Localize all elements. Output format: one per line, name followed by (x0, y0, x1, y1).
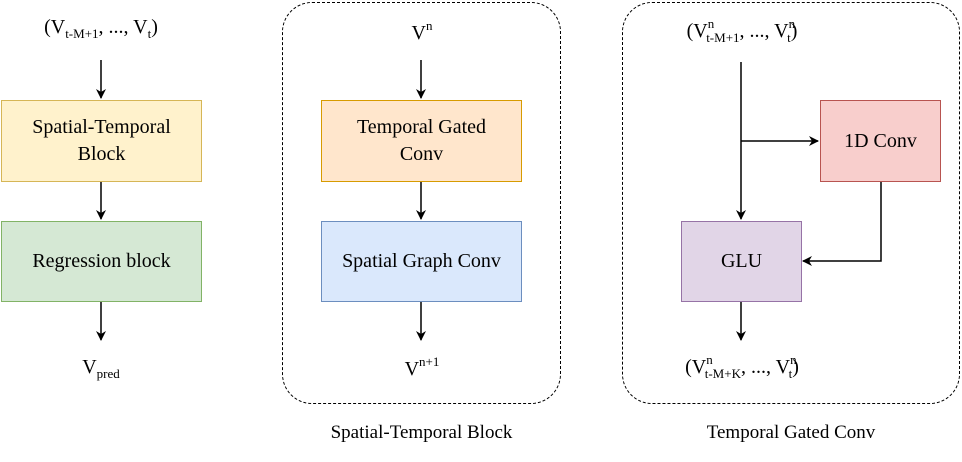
spatial-graph-conv-label: Spatial Graph Conv (342, 250, 501, 272)
left-input-label: (Vt-M+1, ..., Vt) (44, 16, 158, 41)
temporal-gated-conv-node: Temporal Gated Conv (321, 100, 522, 182)
regression-block-node: Regression block (1, 221, 202, 302)
temporal-gated-conv-label: Temporal Gated Conv (356, 116, 487, 165)
middle-input-label: Vn (411, 18, 433, 44)
spatial-temporal-block-node: Spatial-Temporal Block (1, 100, 202, 182)
temporal-gated-conv-caption: Temporal Gated Conv (706, 422, 876, 443)
spatial-temporal-block-caption: Spatial-Temporal Block (330, 422, 513, 443)
conv1d-node: 1D Conv (820, 100, 941, 182)
conv1d-label: 1D Conv (844, 129, 917, 152)
spatial-temporal-block-frame (282, 2, 561, 404)
left-output-label: Vpred (82, 356, 120, 381)
glu-node: GLU (681, 221, 802, 302)
temporal-gated-conv-frame (622, 2, 960, 404)
right-input-label: (Vnt-M+1, ..., Vnt) (686, 16, 798, 45)
regression-block-label: Regression block (32, 250, 171, 272)
spatial-graph-conv-node: Spatial Graph Conv (321, 221, 522, 302)
middle-output-label: Vn+1 (404, 354, 440, 380)
right-output-label: (Vnt-M+K, ..., Vnt) (685, 352, 799, 381)
glu-label: GLU (720, 250, 763, 272)
spatial-temporal-block-label: Spatial-Temporal Block (32, 116, 171, 165)
arrow-1d-conv-to-glu (802, 182, 882, 266)
